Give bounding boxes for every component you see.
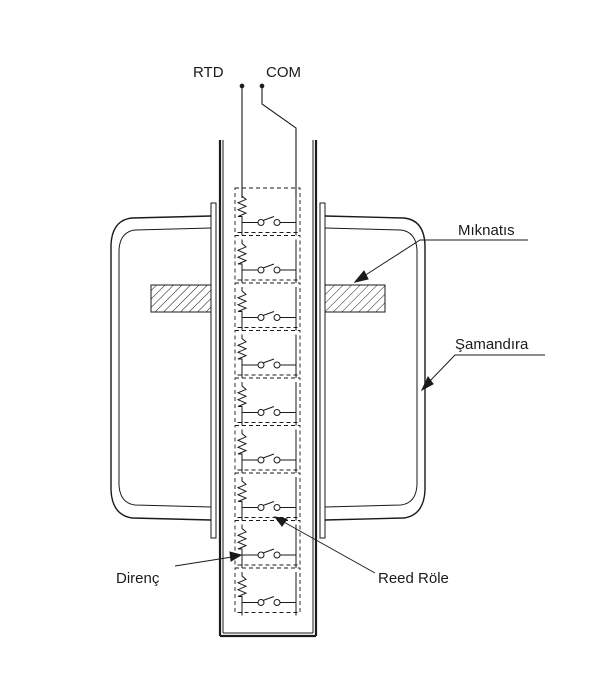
resistor-label: Direnç [116,570,160,587]
reed-relay-switch [262,501,275,506]
resistor-symbol [236,524,248,568]
reed-relay-switch [262,263,275,269]
resistor-arrow [229,551,243,562]
com-label: COM [266,64,301,81]
reed-relay-contact [257,504,265,511]
board-cell [234,520,301,566]
reed-relay-switch [262,453,275,459]
reed-relay-contact [273,599,281,606]
com-wire [261,86,297,198]
reed-relay-switch [262,596,275,601]
float-label: Şamandıra [455,336,529,353]
resistor-symbol [236,192,248,236]
board-cell [234,187,301,233]
magnet-left [150,284,212,313]
reed-relay-contact [273,361,281,369]
board-cell [234,425,301,471]
reed-relay-arrow [273,516,288,527]
reed-relay-contact [273,314,281,321]
rtd-label: RTD [193,64,224,81]
magnet-leader [363,239,528,277]
leader-lines [174,239,545,574]
reed-relay-contact [257,361,265,369]
stem-tube [218,140,318,638]
float-arrow [420,376,434,392]
reed-relay-switch [262,358,275,364]
reed-relay-label: Reed Röle [378,570,449,587]
reed-relay-contact [273,409,281,416]
reed-relay-contact [273,266,281,274]
resistor-leader [174,556,233,567]
reed-relay-contact [273,219,281,226]
board-cell [234,377,301,423]
reed-relay-contact [257,551,265,559]
reed-relay-contact [257,219,265,226]
sensor-board [234,187,301,616]
magnet-right [324,284,386,313]
board-cell [234,235,301,281]
magnet-label: Mıknatıs [458,222,515,239]
reed-relay-switch [262,311,275,316]
resistor-symbol [236,477,248,521]
reed-relay-contact [257,409,265,416]
resistor-symbol [236,572,248,616]
float-body-left [110,202,217,539]
reed-relay-contact [257,266,265,274]
reed-relay-contact [273,551,281,559]
reed-relay-contact [273,504,281,511]
board-cell [234,472,301,518]
board-cell [234,282,301,328]
float-leader [427,354,545,384]
lead-wires [239,83,297,198]
reed-relay-contact [257,456,265,464]
board-cell [234,567,301,613]
reed-relay-contact [257,599,265,606]
float-body-right [319,202,426,539]
resistor-symbol [236,429,248,473]
reed-relay-contact [273,456,281,464]
ring-magnet [150,284,386,313]
resistor-symbol [236,239,248,283]
resistor-symbol [236,382,248,426]
reed-relay-leader [281,520,376,574]
reed-relay-switch [262,548,275,554]
magnet-arrow [353,270,369,283]
resistor-symbol [236,287,248,331]
reed-relay-contact [257,314,265,321]
board-cell [234,330,301,376]
reed-relay-switch [262,406,275,411]
reed-relay-switch [262,216,275,221]
resistor-symbol [236,334,248,378]
